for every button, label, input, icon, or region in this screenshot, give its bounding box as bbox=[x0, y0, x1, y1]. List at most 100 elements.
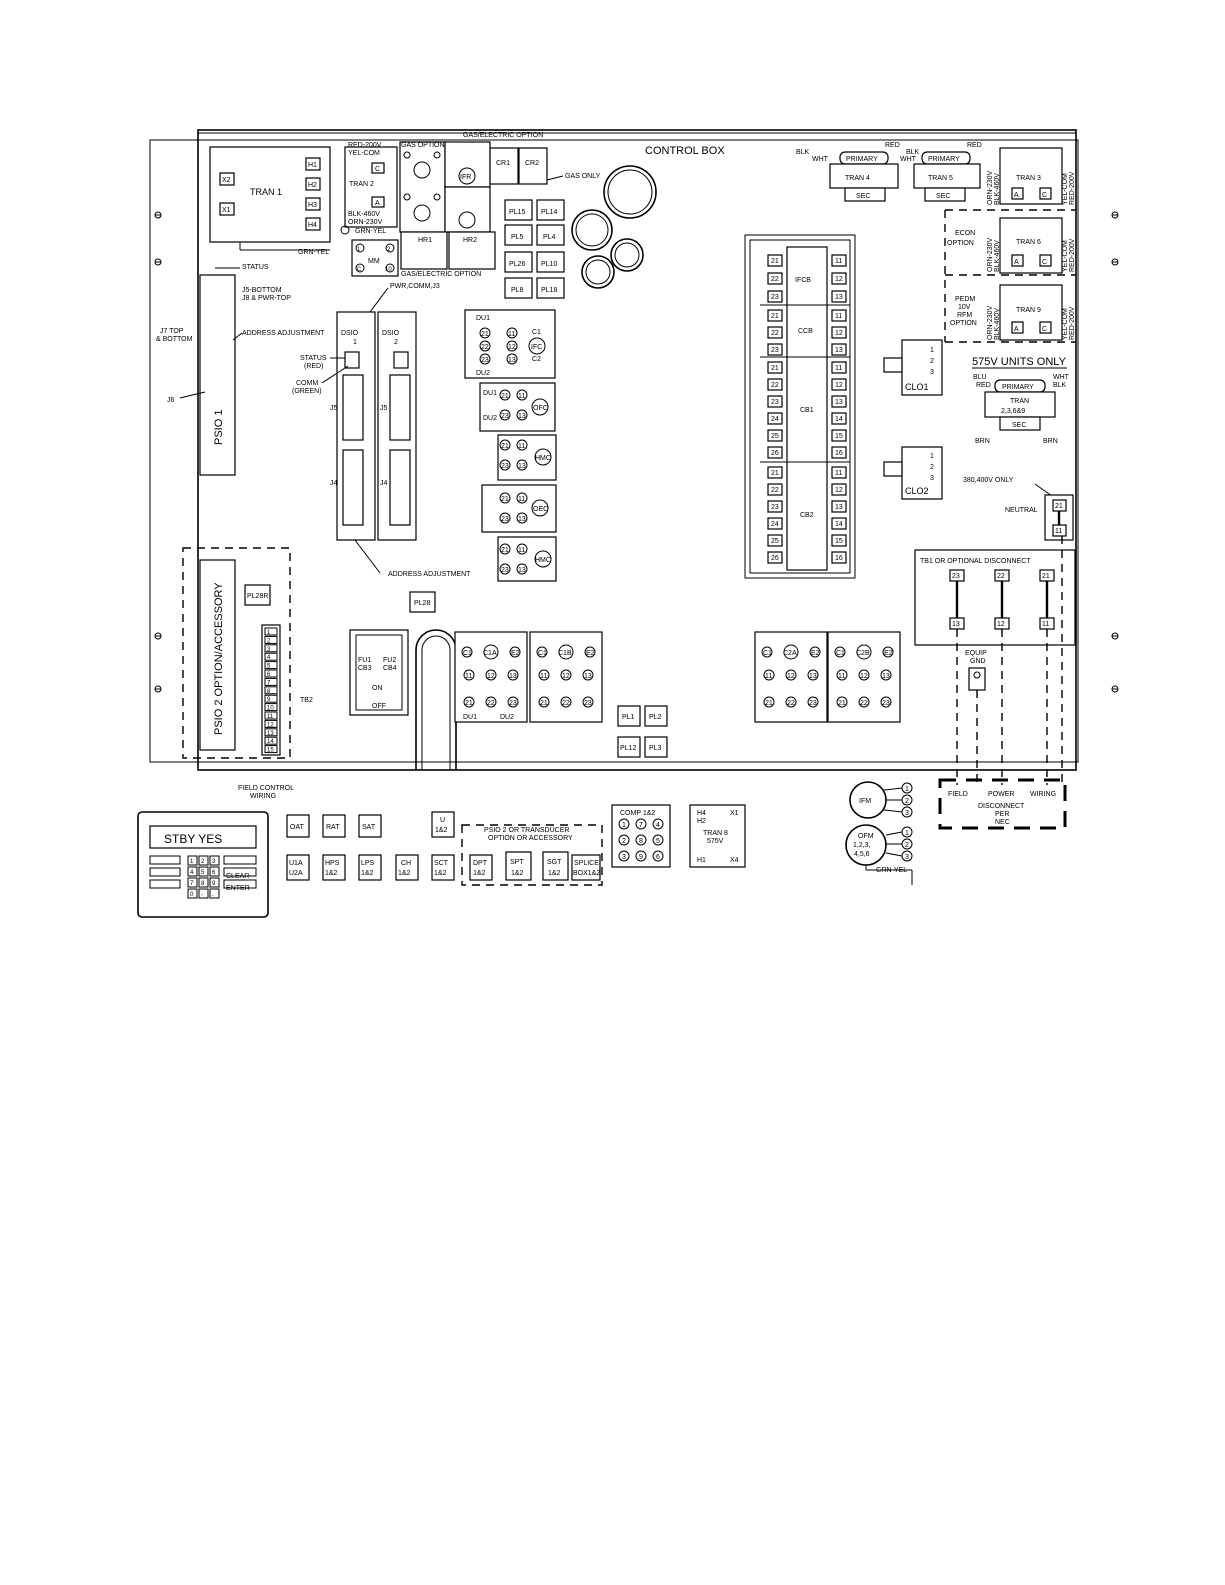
c1b-t13-ring bbox=[582, 669, 594, 681]
cb3-label: CB3 bbox=[358, 665, 372, 672]
psio2-option-label-2: OPTION OR ACCESSORY bbox=[488, 835, 573, 842]
tb2-terminal-box bbox=[264, 652, 278, 661]
tb1-label: TB1 OR OPTIONAL DISCONNECT bbox=[920, 558, 1031, 565]
tran-6-yel: YEL-COM bbox=[1062, 240, 1069, 272]
tb1-t21: 21 bbox=[1042, 573, 1050, 580]
c2b-t11-ring bbox=[836, 669, 848, 681]
tran-1-x2: X2 bbox=[222, 177, 231, 184]
ofc-t11: 11 bbox=[518, 393, 525, 400]
ifcb-t22: 22 bbox=[771, 276, 779, 283]
pwr-comm-j3-label: PWR,COMM,J3 bbox=[390, 283, 440, 290]
tb1-t13: 13 bbox=[952, 621, 960, 628]
tb1-disconnect: TB1 OR OPTIONAL DISCONNECT 23 22 21 13 1… bbox=[914, 549, 1076, 646]
tb2-terminal: 6 bbox=[267, 672, 271, 678]
c2a-t12-ring bbox=[785, 669, 797, 681]
tb2-terminal-box bbox=[264, 661, 278, 670]
c1a-t21-ring bbox=[463, 696, 475, 708]
c2b-t13: 13 bbox=[882, 673, 890, 680]
comp-t4: 4 bbox=[656, 822, 660, 829]
sgt-num: 1&2 bbox=[548, 870, 561, 877]
disconnect-label: DISCONNECT bbox=[978, 803, 1025, 810]
cb1-t14: 14 bbox=[835, 416, 843, 423]
pedm-rfm-label: RFM bbox=[957, 312, 972, 319]
tran-4-red: RED bbox=[885, 142, 900, 149]
tran-8: TRAN 8 575V H4 H2 X1 H1 X4 bbox=[689, 804, 746, 868]
tb2-terminal-box bbox=[264, 635, 278, 644]
hmc2-t23-ring bbox=[499, 563, 511, 575]
tb2-terminal: 3 bbox=[267, 647, 271, 653]
tb2-terminal: 2 bbox=[267, 638, 271, 644]
tb2-terminal: 4 bbox=[267, 655, 271, 661]
tran-9: PEDM 10V RFM OPTION TRAN 9 A C ORN-230V … bbox=[944, 210, 1076, 343]
hmc-label-2: HMC bbox=[535, 557, 551, 564]
tran-3-yel: YEL-COM bbox=[1062, 173, 1069, 205]
tran-9-orn: ORN-230V bbox=[987, 305, 994, 340]
hmc2-t11-ring bbox=[516, 543, 528, 555]
c2b-t12: 12 bbox=[860, 673, 868, 680]
gas-electric-option-top-label: GAS/ELECTRIC OPTION bbox=[463, 132, 543, 139]
c1b-t11: 11 bbox=[540, 673, 547, 680]
fuse-block: FU1 CB3 FU2 CB4 ON OFF bbox=[349, 629, 409, 716]
hmc2-t21: 21 bbox=[501, 547, 509, 554]
keypad-key bbox=[209, 877, 220, 888]
cb1-t26: 26 bbox=[771, 450, 779, 457]
tran-575-numbers: 2,3,6&9 bbox=[1001, 408, 1025, 415]
cr1-label: CR1 bbox=[496, 160, 510, 167]
plug-pl4: PL4 bbox=[543, 234, 556, 241]
control-box-title: CONTROL BOX bbox=[645, 145, 725, 157]
mm-label: MM bbox=[368, 258, 380, 265]
comm-green-label-2: (GREEN) bbox=[292, 388, 322, 395]
j4-label-1: J4 bbox=[330, 480, 338, 487]
ofc-du1: DU1 bbox=[483, 390, 497, 397]
brn-label-right: BRN bbox=[1043, 438, 1058, 445]
tran-3-c: C bbox=[1042, 192, 1047, 199]
c2b-t22-ring bbox=[858, 696, 870, 708]
c2a-label: C2A bbox=[783, 650, 797, 657]
field-control-label: FIELD CONTROL bbox=[238, 785, 294, 792]
keypad-key-label: 9 bbox=[212, 881, 216, 887]
keypad-key bbox=[187, 855, 198, 866]
tran-2-term-a: A bbox=[375, 200, 380, 207]
clo-1-t2: 2 bbox=[930, 358, 934, 365]
display-text: STBY YES bbox=[164, 832, 222, 846]
oec-t13: 13 bbox=[518, 516, 526, 523]
comp-t2: 2 bbox=[622, 838, 626, 845]
c1a-t13-ring bbox=[507, 669, 519, 681]
keypad-key bbox=[198, 877, 209, 888]
cb1-t16: 16 bbox=[835, 450, 843, 457]
keypad-key bbox=[209, 866, 220, 877]
gas-electric-option-bottom-label: GAS/ELECTRIC OPTION bbox=[401, 271, 481, 278]
c2a-t23-ring bbox=[807, 696, 819, 708]
tran-2-term-c: C bbox=[375, 166, 380, 173]
c1a-du2: DU2 bbox=[500, 714, 514, 721]
keypad-key bbox=[198, 888, 209, 899]
hmc2-t23: 23 bbox=[501, 567, 509, 574]
keypad-key-label: 6 bbox=[212, 870, 216, 876]
cb2-t22: 22 bbox=[771, 487, 779, 494]
plugs-lower: PL1 PL2 PL12 PL3 bbox=[617, 705, 668, 758]
ofc-t11-ring bbox=[516, 389, 528, 401]
tran-3-blk: BLK-460V bbox=[994, 173, 1001, 205]
hmc-block-2: HMC bbox=[497, 536, 557, 582]
psio-1: PSIO 1 STATUS J5-BOTTOM J8 & PWR-TOP J7 … bbox=[156, 264, 325, 476]
c1a-c1-ring bbox=[461, 646, 473, 658]
tran-3-a: A bbox=[1014, 192, 1019, 199]
c1b-t21-ring bbox=[538, 696, 550, 708]
c1a-du1: DU1 bbox=[463, 714, 477, 721]
ifcb-t13: 13 bbox=[835, 294, 843, 301]
red-label-575: RED bbox=[976, 382, 991, 389]
tran-2-label: TRAN 2 bbox=[349, 181, 374, 188]
cb2-t13: 13 bbox=[835, 504, 843, 511]
comp-t5: 5 bbox=[656, 838, 660, 845]
c2b-e2-ring bbox=[882, 646, 894, 658]
tran-4-wht: WHT bbox=[812, 156, 829, 163]
tran-8-h2: H2 bbox=[697, 818, 706, 825]
ccb-t22: 22 bbox=[771, 330, 779, 337]
tran-6-c: C bbox=[1042, 259, 1047, 266]
tb2-terminal-box bbox=[264, 677, 278, 686]
oat-label: OAT bbox=[290, 824, 305, 831]
neutral-label: NEUTRAL bbox=[1005, 507, 1038, 514]
c2a-t23: 23 bbox=[809, 700, 817, 707]
key-clear: CLEAR bbox=[226, 873, 249, 880]
splice-num: BOX1&2 bbox=[573, 870, 600, 877]
